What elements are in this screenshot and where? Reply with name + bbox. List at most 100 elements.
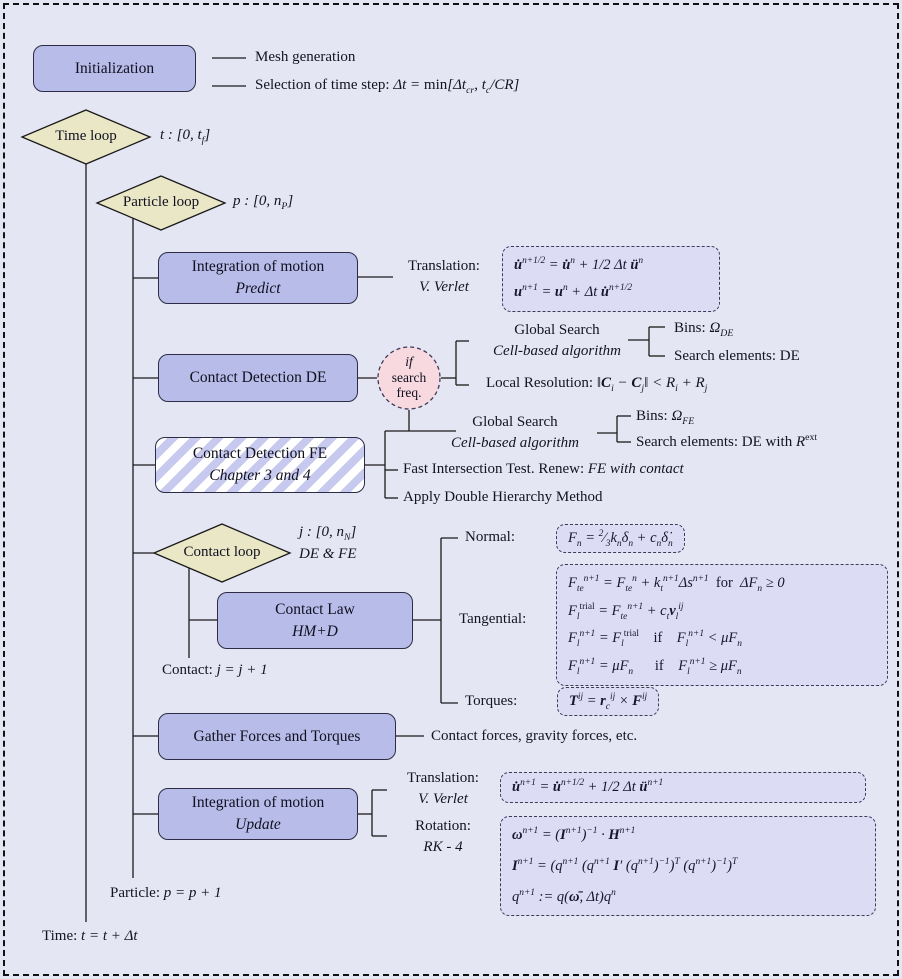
particle-loop-range: p : [0, nP]	[233, 193, 294, 212]
time-increment-note: Time: t = t + Δt	[42, 927, 138, 946]
rotation-formula-box: ωn+1 = (In+1)−1 · Hn+1 In+1 = (qn+1 (qn+…	[500, 816, 876, 916]
torques-label: Torques:	[465, 693, 518, 709]
mesh-generation-note: Mesh generation	[255, 49, 356, 65]
contact-increment-formula: j = j + 1	[216, 662, 268, 678]
predict-formula-1: u̇n+1/2 = u̇n + 1/2 Δt ün	[514, 256, 644, 273]
global-search-de-label: Global Search	[514, 322, 600, 338]
search-elements-de-note: Search elements: DE	[674, 348, 800, 364]
rk4-label: RK - 4	[423, 839, 463, 855]
update-verlet-label: V. Verlet	[418, 791, 468, 807]
contact-detection-fe-node: Contact Detection FE Chapter 3 and 4	[155, 437, 365, 493]
bins-de-value: ΩDE	[709, 320, 734, 339]
contact-law-subtitle: HM+D	[292, 622, 338, 640]
gather-note: Contact forces, gravity forces, etc.	[431, 728, 638, 744]
initialization-label: Initialization	[74, 59, 155, 77]
tangential-label: Tangential:	[459, 611, 527, 627]
time-increment-formula: t = t + Δt	[81, 928, 138, 944]
contact-loop-label: Contact loop	[183, 544, 261, 560]
update-translation-note: Translation: V. Verlet	[392, 768, 494, 810]
time-loop-label: Time loop	[55, 128, 117, 144]
local-resolution-label: Local Resolution:	[486, 375, 594, 391]
tangential-formula-4: Fln+1 = μFn if Fln+1 ≥ μFn	[568, 656, 742, 677]
normal-formula-box: Fn = 2⁄3knδn + cnδ̇n	[556, 524, 685, 553]
search-elements-fe-value: Rext	[795, 432, 818, 450]
if-search-line2: search	[391, 369, 427, 385]
integration-update-node: Integration of motion Update	[158, 788, 358, 840]
rotation-label: Rotation:	[415, 818, 471, 834]
translation-label: Translation:	[408, 258, 480, 274]
contact-law-node: Contact Law HM+D	[217, 592, 413, 649]
verlet-label: V. Verlet	[419, 279, 469, 295]
tangential-formula-box: Ften+1 = Ften + ktn+1Δsn+1 for ΔFn ≥ 0 F…	[556, 564, 888, 686]
contact-law-title: Contact Law	[275, 600, 355, 618]
predict-formula-2: un+1 = un + Δt u̇n+1/2	[514, 283, 633, 300]
bins-de-label: Bins:	[674, 320, 706, 336]
gather-forces-node: Gather Forces and Torques	[158, 713, 396, 760]
integration-predict-node: Integration of motion Predict	[158, 252, 358, 304]
integration-predict-subtitle: Predict	[235, 280, 281, 297]
bins-fe-value: ΩFE	[671, 408, 695, 427]
search-elements-fe-label: Search elements: DE with	[636, 434, 793, 450]
contact-detection-fe-subtitle: Chapter 3 and 4	[209, 467, 311, 484]
contact-detection-fe-title: Contact Detection FE	[192, 445, 328, 462]
integration-predict-title: Integration of motion	[191, 258, 325, 275]
if-search-freq-label: if search freq.	[379, 354, 439, 401]
initialization-node: Initialization	[33, 45, 196, 92]
rotation-note: Rotation: RK - 4	[398, 816, 488, 858]
integration-update-title: Integration of motion	[191, 794, 325, 811]
contact-increment-label: Contact:	[162, 662, 213, 678]
predict-formula-box: u̇n+1/2 = u̇n + 1/2 Δt ün un+1 = un + Δt…	[502, 246, 720, 312]
bins-fe-label: Bins:	[636, 408, 668, 424]
global-search-fe-label: Global Search	[472, 414, 558, 430]
local-resolution-note: Local Resolution: ‖Ci − Cj‖ < Ri + Rj	[486, 374, 707, 393]
bins-de-note: Bins: ΩDE	[674, 319, 733, 338]
if-search-line1: if	[405, 354, 413, 369]
particle-increment-note: Particle: p = p + 1	[110, 884, 221, 903]
update-translation-formula-box: u̇n+1 = u̇n+1/2 + 1/2 Δt ün+1	[500, 772, 866, 803]
tangential-formula-2: Fltrial = Ften+1 + ctvlij	[568, 601, 684, 622]
normal-formula: Fn = 2⁄3knδn + cnδ̇n	[568, 529, 673, 549]
particle-loop-diamond	[95, 175, 227, 231]
time-step-label: Selection of time step:	[255, 77, 390, 93]
contact-loop-diamond	[152, 523, 292, 583]
contact-loop-range: j : [0, nN]	[299, 524, 357, 543]
tangential-formula-1: Ften+1 = Ften + ktn+1Δsn+1 for ΔFn ≥ 0	[568, 574, 785, 594]
integration-update-subtitle: Update	[235, 816, 281, 833]
fast-intersection-label: Fast Intersection Test. Renew:	[403, 461, 585, 477]
global-search-de-note: Global Search Cell-based algorithm	[482, 320, 632, 362]
fast-intersection-note: Fast Intersection Test. Renew: FE with c…	[403, 460, 684, 479]
rotation-formula-2: In+1 = (qn+1 (qn+1 I′ (qn+1)−1)T (qn+1)−…	[512, 857, 738, 874]
contact-detection-de-node: Contact Detection DE	[158, 354, 358, 402]
time-loop-diamond	[20, 109, 152, 165]
update-translation-label: Translation:	[407, 770, 479, 786]
cell-based-de-label: Cell-based algorithm	[493, 343, 621, 359]
contact-increment-note: Contact: j = j + 1	[162, 661, 268, 680]
contact-loop-scope: DE & FE	[299, 546, 357, 562]
torques-formula: Tij = rcij × Fij	[569, 692, 648, 712]
connectors	[85, 57, 665, 922]
cell-based-fe-label: Cell-based algorithm	[451, 435, 579, 451]
update-translation-formula: u̇n+1 = u̇n+1/2 + 1/2 Δt ün+1	[512, 778, 664, 795]
tangential-formula-3: Fln+1 = Fltrial if Fln+1 < μFn	[568, 629, 742, 649]
global-search-fe-note: Global Search Cell-based algorithm	[440, 412, 590, 454]
apply-double-hierarchy-note: Apply Double Hierarchy Method	[403, 489, 603, 505]
gather-forces-label: Gather Forces and Torques	[193, 727, 361, 745]
rotation-formula-1: ωn+1 = (In+1)−1 · Hn+1	[512, 826, 636, 843]
normal-label: Normal:	[465, 529, 515, 545]
contact-detection-de-label: Contact Detection DE	[189, 369, 327, 386]
search-elements-fe-note: Search elements: DE with Rext	[636, 433, 817, 452]
fast-intersection-value: FE with contact	[587, 461, 684, 477]
time-step-note: Selection of time step: Δt = min[Δtcr, t…	[255, 76, 519, 95]
time-increment-label: Time:	[42, 928, 78, 944]
particle-increment-label: Particle:	[110, 885, 160, 901]
predict-translation-note: Translation: V. Verlet	[393, 256, 495, 298]
rotation-formula-3: qn+1 := q(ω̄, Δt)qn	[512, 888, 616, 905]
torques-formula-box: Tij = rcij × Fij	[557, 687, 660, 716]
bins-fe-note: Bins: ΩFE	[636, 407, 694, 426]
particle-loop-label: Particle loop	[122, 194, 200, 210]
particle-increment-formula: p = p + 1	[163, 885, 222, 901]
if-search-line3: freq.	[396, 385, 422, 400]
local-resolution-formula: ‖Ci − Cj‖ < Ri + Rj	[596, 375, 708, 394]
